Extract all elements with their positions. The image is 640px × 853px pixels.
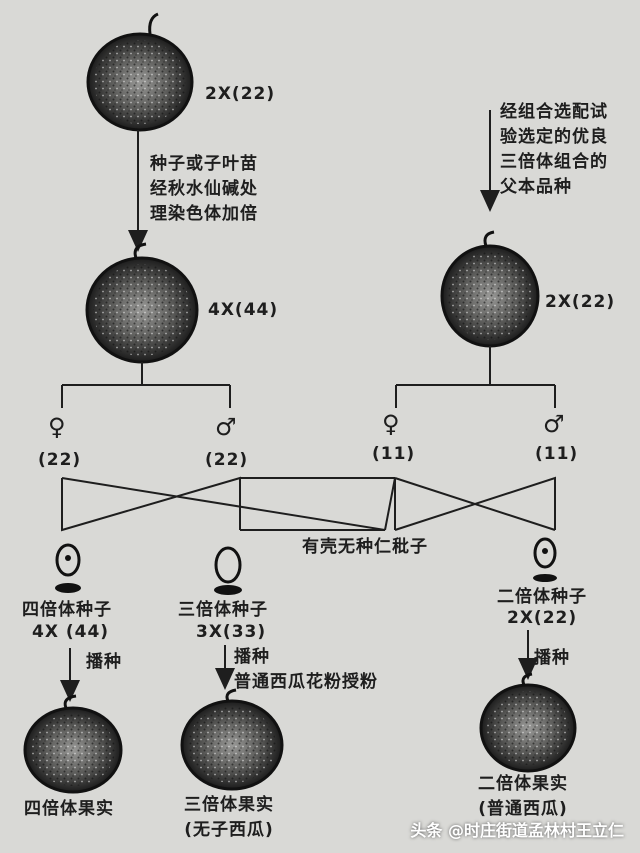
dip-female-symbol: ♀ bbox=[382, 410, 401, 438]
diploid-gamete-bracket bbox=[395, 346, 556, 408]
diploid-seed-ploidy: 2X(22) bbox=[507, 608, 578, 628]
diploid-seed-name: 二倍体种子 bbox=[497, 587, 587, 607]
tetraploid-label: 4X(44) bbox=[208, 300, 279, 320]
dip-male-count: (11) bbox=[535, 444, 579, 464]
sow-step-tetraploid: 播种 bbox=[86, 652, 122, 672]
tetraploid-fruit-label: 四倍体果实 bbox=[24, 799, 114, 819]
sow-step-diploid: 播种 bbox=[534, 648, 570, 668]
male-parent-label: 2X(22) bbox=[545, 292, 616, 312]
tetraploid-melon bbox=[85, 242, 199, 364]
cross-note: 有壳无种仁秕子 bbox=[302, 537, 428, 557]
sow-step-triploid: 播种 普通西瓜花粉授粉 bbox=[234, 647, 378, 692]
tetraploid-gamete-bracket bbox=[61, 362, 231, 408]
selection-note: 经组合选配试 验选定的优良 三倍体组合的 父本品种 bbox=[500, 102, 608, 197]
colchicine-note: 种子或子叶苗 经秋水仙碱处 理染色体加倍 bbox=[150, 154, 258, 224]
tetraploid-seed-ploidy: 4X (44) bbox=[32, 622, 110, 642]
triploid-seed-name: 三倍体种子 bbox=[178, 600, 268, 620]
diploid-fruit bbox=[479, 672, 577, 773]
diploid-seed bbox=[533, 537, 557, 582]
diploid-fruit-label: 二倍体果实 (普通西瓜) bbox=[478, 774, 568, 819]
tetraploid-seed bbox=[55, 543, 81, 593]
triploid-fruit-label: 三倍体果实 (无子西瓜) bbox=[184, 795, 274, 840]
tetra-female-count: (22) bbox=[38, 450, 82, 470]
parent-diploid-label: 2X(22) bbox=[205, 84, 276, 104]
triploid-seed-ploidy: 3X(33) bbox=[196, 622, 267, 642]
parent-diploid-melon bbox=[86, 12, 194, 132]
male-parent-melon bbox=[440, 230, 540, 348]
dip-female-count: (11) bbox=[372, 444, 416, 464]
watermark: 头条 @时庄街道孟林村王立仁 bbox=[410, 821, 624, 840]
tetra-female-symbol: ♀ bbox=[48, 413, 67, 441]
triploid-seed bbox=[214, 546, 242, 595]
tetra-male-count: (22) bbox=[205, 450, 249, 470]
tetra-male-symbol: ♂ bbox=[215, 413, 238, 441]
cross-lines bbox=[61, 476, 556, 532]
dip-male-symbol: ♂ bbox=[543, 410, 566, 438]
tetraploid-seed-name: 四倍体种子 bbox=[22, 600, 112, 620]
triploid-fruit bbox=[180, 688, 284, 791]
tetraploid-fruit bbox=[23, 694, 123, 794]
